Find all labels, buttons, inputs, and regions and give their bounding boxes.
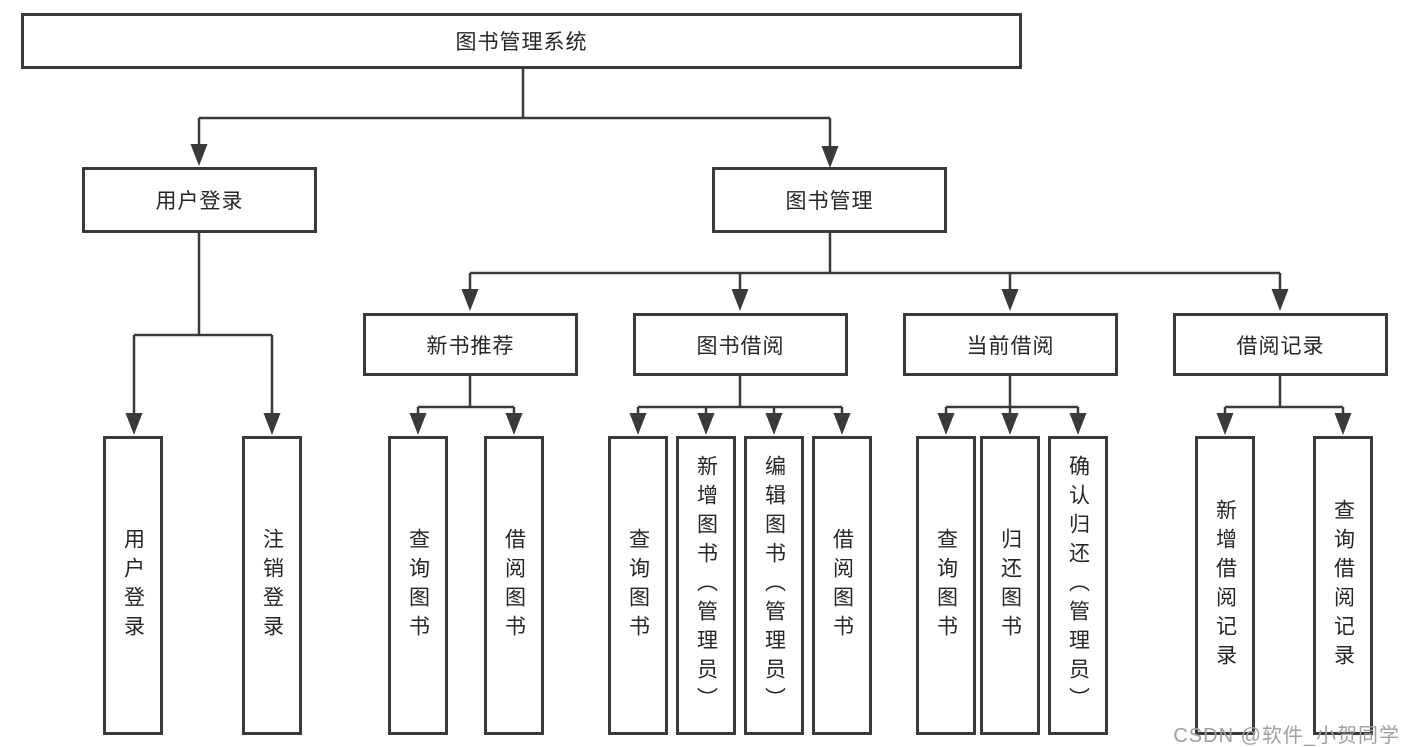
leaf-return-books: 归还图书 [980, 436, 1040, 735]
node-book-management: 图书管理 [712, 167, 947, 233]
arrow-down-icon [263, 413, 281, 435]
arrow-down-icon [1271, 289, 1289, 311]
node-user-login: 用户登录 [82, 167, 317, 233]
arrow-down-icon [629, 413, 647, 435]
leaf-query-books-recommend: 查询图书 [388, 436, 448, 735]
arrow-down-icon [765, 413, 783, 435]
arrow-down-icon [1216, 413, 1234, 435]
leaf-edit-books-admin: 编辑图书（管理员） [744, 436, 804, 735]
arrow-down-icon [1001, 413, 1019, 435]
node-book-borrowing: 图书借阅 [633, 313, 848, 376]
arrow-down-icon [1001, 289, 1019, 311]
arrow-down-icon [833, 413, 851, 435]
arrow-down-icon [125, 413, 143, 435]
arrow-down-icon [505, 413, 523, 435]
arrow-down-icon [937, 413, 955, 435]
arrow-down-icon [821, 146, 839, 168]
arrow-down-icon [1334, 413, 1352, 435]
connector-borrowing-records-to-leaves [1223, 376, 1345, 415]
watermark: CSDN @软件_小贺同学 [1173, 725, 1400, 747]
leaf-logout-login: 注销登录 [242, 436, 302, 735]
arrow-down-icon [697, 413, 715, 435]
connector-book-management-to-level3 [468, 233, 1282, 291]
node-library-management-system: 图书管理系统 [21, 13, 1022, 69]
leaf-user-login: 用户登录 [103, 436, 163, 735]
node-current-borrowing: 当前借阅 [903, 313, 1118, 376]
arrowheads [125, 144, 1352, 435]
arrow-down-icon [409, 413, 427, 435]
connector-user-login-to-leaves [132, 233, 274, 415]
connector-root-to-level2 [197, 69, 832, 148]
leaf-add-books-admin: 新增图书（管理员） [676, 436, 736, 735]
arrow-down-icon [190, 144, 208, 166]
leaf-borrow-books-borrowing: 借阅图书 [812, 436, 872, 735]
arrow-down-icon [1069, 413, 1087, 435]
leaf-query-books-borrowing: 查询图书 [608, 436, 668, 735]
leaf-query-books-current: 查询图书 [916, 436, 976, 735]
connector-current-borrowing-to-leaves [944, 376, 1080, 415]
arrow-down-icon [461, 289, 479, 311]
leaf-confirm-return-admin: 确认归还（管理员） [1048, 436, 1108, 735]
node-borrowing-records: 借阅记录 [1173, 313, 1388, 376]
leaf-query-borrow-record: 查询借阅记录 [1313, 436, 1373, 735]
leaf-add-borrow-record: 新增借阅记录 [1195, 436, 1255, 735]
leaf-borrow-books-recommend: 借阅图书 [484, 436, 544, 735]
connector-new-book-to-leaves [416, 376, 516, 415]
node-new-book-recommendation: 新书推荐 [363, 313, 578, 376]
connector-book-borrowing-to-leaves [636, 376, 844, 415]
arrow-down-icon [731, 289, 749, 311]
